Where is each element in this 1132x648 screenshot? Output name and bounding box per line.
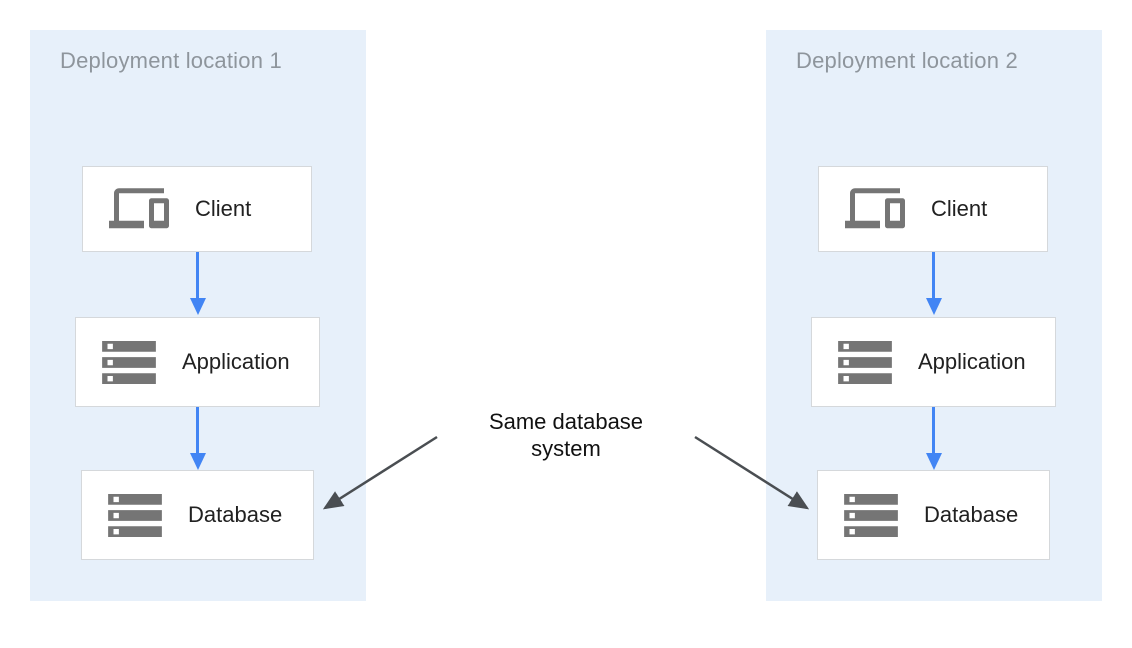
server-stack-icon bbox=[108, 493, 162, 537]
node-label: Application bbox=[918, 349, 1026, 374]
node-label: Database bbox=[924, 502, 1019, 527]
annotation-same-database-system: Same database system bbox=[488, 409, 644, 461]
server-stack-icon bbox=[838, 340, 892, 384]
devices-icon bbox=[109, 187, 169, 228]
flow-arrow-application-to-database bbox=[932, 407, 935, 453]
deployment-panel-2: Deployment location 2 Client Application… bbox=[766, 30, 1102, 601]
devices-icon bbox=[845, 187, 905, 228]
flow-arrowhead-icon bbox=[189, 453, 206, 470]
panel-title: Deployment location 2 bbox=[796, 48, 1018, 73]
flow-arrowhead-icon bbox=[925, 453, 942, 470]
deployment-panel-1: Deployment location 1 Client Application… bbox=[30, 30, 366, 601]
flow-arrow-application-to-database bbox=[196, 407, 199, 453]
flow-arrow-client-to-application bbox=[196, 252, 199, 298]
node-label: Database bbox=[188, 502, 283, 527]
node-application: Application bbox=[75, 317, 320, 407]
node-label: Client bbox=[931, 196, 988, 221]
flow-arrowhead-icon bbox=[189, 298, 206, 315]
flow-arrow-client-to-application bbox=[932, 252, 935, 298]
node-client: Client bbox=[818, 166, 1048, 252]
flow-arrowhead-icon bbox=[925, 298, 942, 315]
server-stack-icon bbox=[844, 493, 898, 537]
panel-title: Deployment location 1 bbox=[60, 48, 282, 73]
node-application: Application bbox=[811, 317, 1056, 407]
node-client: Client bbox=[82, 166, 312, 252]
node-label: Application bbox=[182, 349, 290, 374]
node-database: Database bbox=[817, 470, 1050, 560]
node-label: Client bbox=[195, 196, 252, 221]
server-stack-icon bbox=[102, 340, 156, 384]
node-database: Database bbox=[81, 470, 314, 560]
